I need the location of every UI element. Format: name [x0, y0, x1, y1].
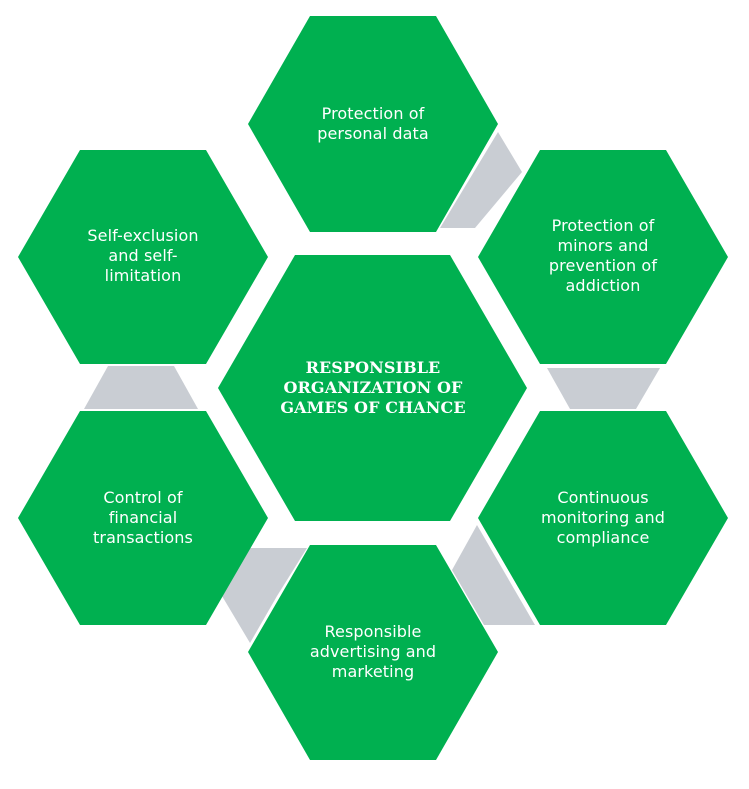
connector-lower-right-bottom [452, 525, 535, 625]
label-line: prevention of [548, 256, 658, 275]
label-line: personal data [317, 124, 429, 143]
hexagon-lower-left-label: Control of financial transactions [58, 468, 228, 568]
connector-bottom-lower-left [222, 548, 307, 643]
hexagon-center-label: RESPONSIBLE ORGANIZATION OF GAMES OF CHA… [263, 338, 483, 438]
label-line: compliance [556, 528, 650, 547]
hexagon-upper-left [18, 150, 268, 364]
label-line: Protection of [321, 104, 425, 123]
label-line: Protection of [551, 216, 655, 235]
label-line: monitoring and [541, 508, 665, 527]
label-line: limitation [104, 266, 182, 285]
label-line: minors and [557, 236, 649, 255]
connector-upper-right-lower-right [547, 368, 660, 409]
hexagon-top [248, 16, 498, 232]
connector-top-upper-right [440, 132, 522, 228]
hexagon-top-label: Protection of personal data [288, 76, 458, 172]
hexagon-upper-right-label: Protection of minors and prevention of a… [518, 206, 688, 306]
label-line: ORGANIZATION OF [283, 378, 463, 397]
label-line: addiction [565, 276, 641, 295]
label-line: RESPONSIBLE [305, 358, 441, 377]
label-line: marketing [331, 662, 415, 681]
label-line: advertising and [309, 642, 437, 661]
connector-upper-left-lower-left [84, 366, 198, 409]
label-line: GAMES OF CHANCE [280, 398, 466, 417]
label-line: and self- [108, 246, 178, 265]
hexagon-bottom [248, 545, 498, 760]
label-line: Continuous [557, 488, 649, 507]
label-line: Responsible [324, 622, 422, 641]
hexagon-center [218, 255, 527, 521]
hexagon-upper-left-label: Self-exclusion and self- limitation [58, 206, 228, 306]
hexagon-lower-right-label: Continuous monitoring and compliance [518, 468, 688, 568]
label-line: financial [108, 508, 178, 527]
label-line: Control of [103, 488, 183, 507]
label-line: Self-exclusion [87, 226, 199, 245]
hexagon-bottom-label: Responsible advertising and marketing [288, 602, 458, 702]
hexagon-lower-right [478, 411, 728, 625]
label-line: transactions [93, 528, 193, 547]
hexagon-upper-right [478, 150, 728, 364]
hexagon-lower-left [18, 411, 268, 625]
